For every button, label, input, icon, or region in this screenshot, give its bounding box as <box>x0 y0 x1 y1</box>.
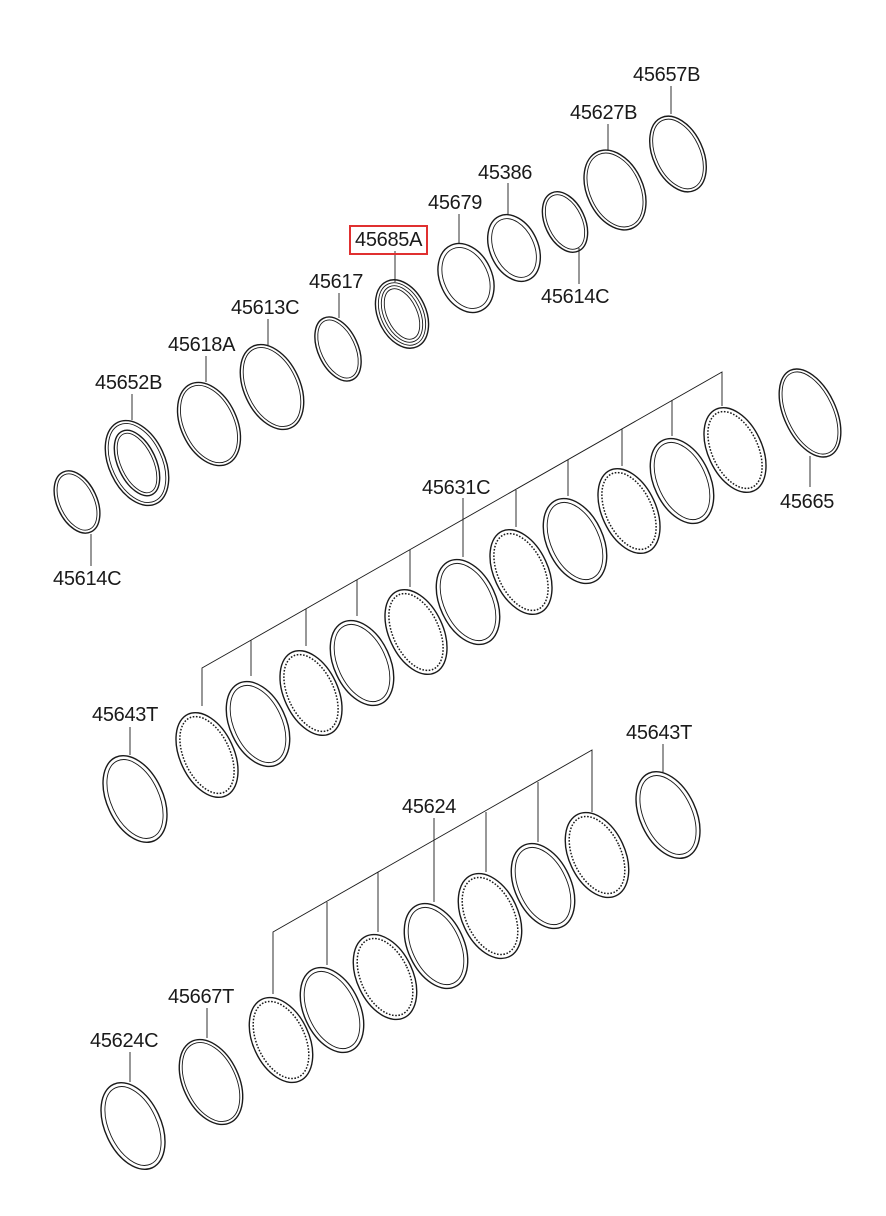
label-45617[interactable]: 45617 <box>309 271 364 293</box>
label-45613C[interactable]: 45613C <box>231 297 300 319</box>
snap-ring-45614C-top[interactable] <box>533 185 596 260</box>
steel-plate[interactable] <box>499 833 588 938</box>
label-45614C-top[interactable]: 45614C <box>541 286 610 308</box>
ring-45657B[interactable] <box>638 107 717 201</box>
pressure-plate-45643T-left[interactable] <box>90 745 180 852</box>
clutch-pack-45631C <box>164 398 779 807</box>
pressure-plate-45624C[interactable] <box>88 1072 178 1179</box>
label-45624[interactable]: 45624 <box>402 796 457 818</box>
steel-plate[interactable] <box>638 428 727 533</box>
ring-45386[interactable] <box>477 206 550 290</box>
piston-45685A[interactable] <box>365 271 439 357</box>
retainer-45652B[interactable] <box>93 410 182 515</box>
label-45685A-highlighted[interactable]: 45685A <box>348 225 429 255</box>
ring-45617[interactable] <box>306 310 371 389</box>
ring-45679[interactable] <box>427 234 505 321</box>
clutch-pack-45624 <box>237 802 642 1092</box>
label-45679[interactable]: 45679 <box>428 192 483 214</box>
snap-ring-45667T[interactable] <box>167 1029 256 1134</box>
label-45652B[interactable]: 45652B <box>95 372 163 394</box>
label-45618A[interactable]: 45618A <box>168 334 236 356</box>
label-45657B[interactable]: 45657B <box>633 64 701 86</box>
steel-plate[interactable] <box>392 893 481 998</box>
label-45627B[interactable]: 45627B <box>570 102 638 124</box>
steel-plate[interactable] <box>318 610 407 715</box>
ring-45613C[interactable] <box>228 334 317 439</box>
label-45624C[interactable]: 45624C <box>90 1030 159 1052</box>
ring-45627B[interactable] <box>572 140 658 240</box>
pressure-plate-45643T-right[interactable] <box>623 761 713 868</box>
ring-45618A[interactable] <box>165 372 253 475</box>
label-45643T-right[interactable]: 45643T <box>626 722 693 744</box>
label-45643T-left[interactable]: 45643T <box>92 704 159 726</box>
label-45386[interactable]: 45386 <box>478 162 533 184</box>
friction-disc[interactable] <box>553 802 642 907</box>
label-45631C[interactable]: 45631C <box>422 477 491 499</box>
steel-plate[interactable] <box>424 549 513 654</box>
friction-disc[interactable] <box>164 703 251 807</box>
snap-ring-45614C-left[interactable] <box>45 464 109 541</box>
friction-disc[interactable] <box>341 924 430 1029</box>
leader-lines <box>90 86 811 1082</box>
label-45667T[interactable]: 45667T <box>168 986 235 1008</box>
friction-disc[interactable] <box>446 863 535 968</box>
friction-disc[interactable] <box>268 641 355 745</box>
friction-disc[interactable] <box>237 987 326 1092</box>
label-45614C-left[interactable]: 45614C <box>53 568 122 590</box>
label-45665[interactable]: 45665 <box>780 491 835 513</box>
friction-disc[interactable] <box>373 580 460 684</box>
snap-ring-45665[interactable] <box>767 359 854 466</box>
steel-plate[interactable] <box>531 488 620 593</box>
friction-disc[interactable] <box>586 459 673 563</box>
friction-disc[interactable] <box>478 520 565 624</box>
steel-plate[interactable] <box>288 957 377 1062</box>
friction-disc[interactable] <box>692 398 779 502</box>
steel-plate[interactable] <box>214 671 303 776</box>
